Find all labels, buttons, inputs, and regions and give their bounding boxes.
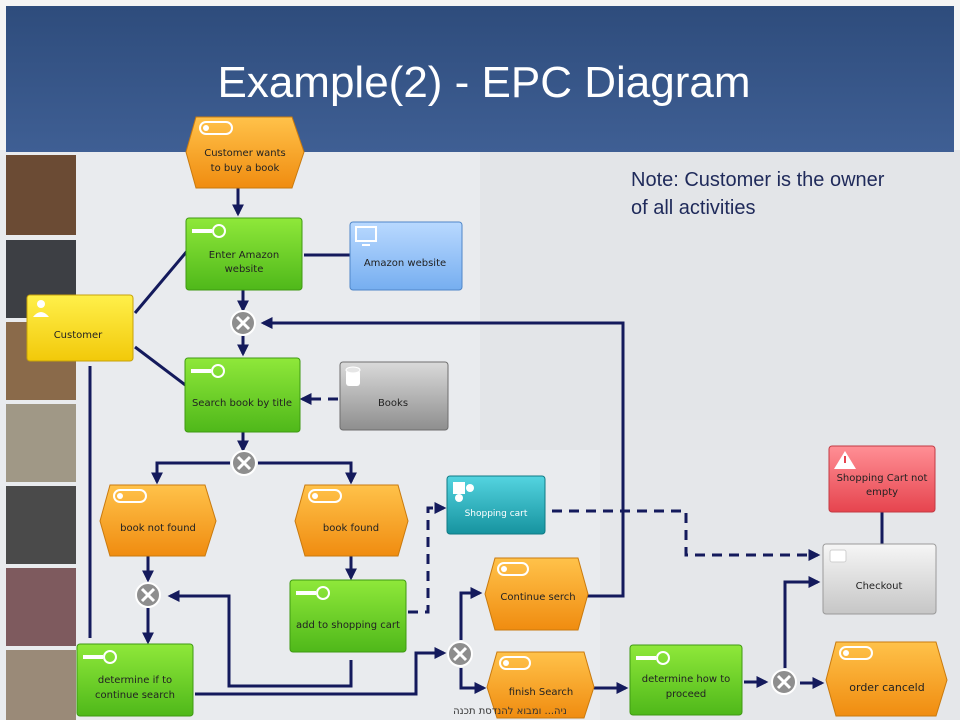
event-continue-search: Continue serch [484, 557, 589, 631]
actor-customer: Customer [26, 294, 134, 362]
event-icon [499, 656, 531, 670]
xor-connector-5 [771, 669, 797, 695]
owner-note: Note: Customer is the owner [631, 169, 885, 191]
gear-arrow-icon [636, 651, 670, 665]
title-banner [6, 6, 954, 152]
owner-note-line2: of all activities [631, 197, 756, 219]
system-shopping-cart-label: Shopping cart [465, 509, 528, 519]
edge-add-to-xor3 [167, 590, 353, 688]
xor-connector-3 [135, 582, 161, 608]
document-checkout-label: Checkout [856, 581, 903, 592]
function-search-book-label: Search book by title [192, 398, 292, 409]
monitor-icon [355, 226, 377, 246]
edge-xor4-to-finish [459, 668, 487, 694]
database-icon [345, 366, 361, 386]
edge-determine-to-xor4 [195, 647, 447, 696]
function-determine-continue-line1: determine if to [98, 675, 172, 686]
edge-xor4-to-continue [459, 587, 483, 640]
function-determine-continue-line2: continue search [95, 690, 175, 701]
event-book-found-label: book found [323, 523, 379, 534]
edge-customer-search [134, 345, 189, 389]
function-add-to-cart-label: add to shopping cart [296, 620, 400, 631]
event-book-found: book found [294, 484, 409, 557]
event-book-not-found-label: book not found [120, 523, 196, 534]
risk-cart-not-empty-line1: Shopping Cart not [837, 473, 928, 484]
document-checkout: Checkout [822, 543, 937, 615]
event-icon [839, 646, 873, 660]
function-determine-continue: determine if to continue search [76, 643, 194, 717]
function-determine-proceed-line1: determine how to [642, 674, 731, 685]
edge-continue-to-xor1 [260, 317, 625, 598]
gear-arrow-icon [83, 650, 117, 664]
event-customer-wants: Customer wants to buy a book [185, 116, 305, 189]
event-customer-wants-line1: Customer wants [204, 148, 286, 159]
function-enter-amazon: Enter Amazon website [185, 217, 303, 291]
function-add-to-cart: add to shopping cart [289, 579, 407, 653]
event-icon [199, 121, 233, 135]
actor-customer-label: Customer [54, 330, 103, 341]
person-icon [33, 300, 49, 317]
xor-connector-2 [231, 450, 257, 476]
event-order-canceled-label: order canceld [849, 681, 924, 694]
function-search-book: Search book by title [184, 357, 301, 433]
puzzle-icon [453, 482, 474, 502]
xor-connector-4 [447, 641, 473, 667]
gear-arrow-icon [192, 224, 226, 238]
system-shopping-cart: Shopping cart [446, 475, 546, 535]
edge-cart-checkout [552, 509, 821, 561]
system-amazon-website: Amazon website [349, 221, 463, 291]
edges [88, 188, 884, 696]
risk-cart-not-empty-line2: empty [866, 487, 898, 498]
event-icon [113, 489, 147, 503]
edge-xor2-to-found [258, 461, 357, 485]
function-determine-proceed: determine how to proceed [629, 644, 743, 716]
event-book-not-found: book not found [99, 484, 217, 557]
edge-add-cart [408, 502, 447, 614]
event-icon [497, 562, 529, 576]
event-continue-search-label: Continue serch [500, 592, 575, 603]
function-enter-amazon-line2: website [225, 264, 264, 275]
gear-arrow-icon [191, 364, 225, 378]
edge-xor5-to-checkout [783, 576, 821, 668]
document-icon [829, 549, 847, 563]
warning-icon [834, 451, 856, 469]
system-amazon-website-label: Amazon website [364, 258, 446, 269]
slide-footer: ניה... ומבוא להנדסת תכנה [453, 706, 567, 717]
event-customer-wants-line2: to buy a book [211, 163, 280, 174]
event-icon [308, 489, 342, 503]
edge-customer-enter [133, 249, 190, 314]
edge-xor2-to-notfound [151, 461, 230, 485]
gear-arrow-icon [296, 586, 330, 600]
data-books-label: Books [378, 398, 408, 409]
event-finish-search-label: finish Search [509, 687, 574, 698]
function-determine-proceed-line2: proceed [666, 689, 707, 700]
slide-title: Example(2) - EPC Diagram [217, 58, 750, 107]
xor-connector-1 [230, 310, 256, 336]
risk-cart-not-empty: Shopping Cart not empty [828, 445, 936, 513]
event-order-canceled: order canceld [825, 641, 948, 717]
data-books: Books [339, 361, 449, 431]
function-enter-amazon-line1: Enter Amazon [209, 250, 279, 261]
event-finish-search: finish Search [486, 651, 595, 719]
